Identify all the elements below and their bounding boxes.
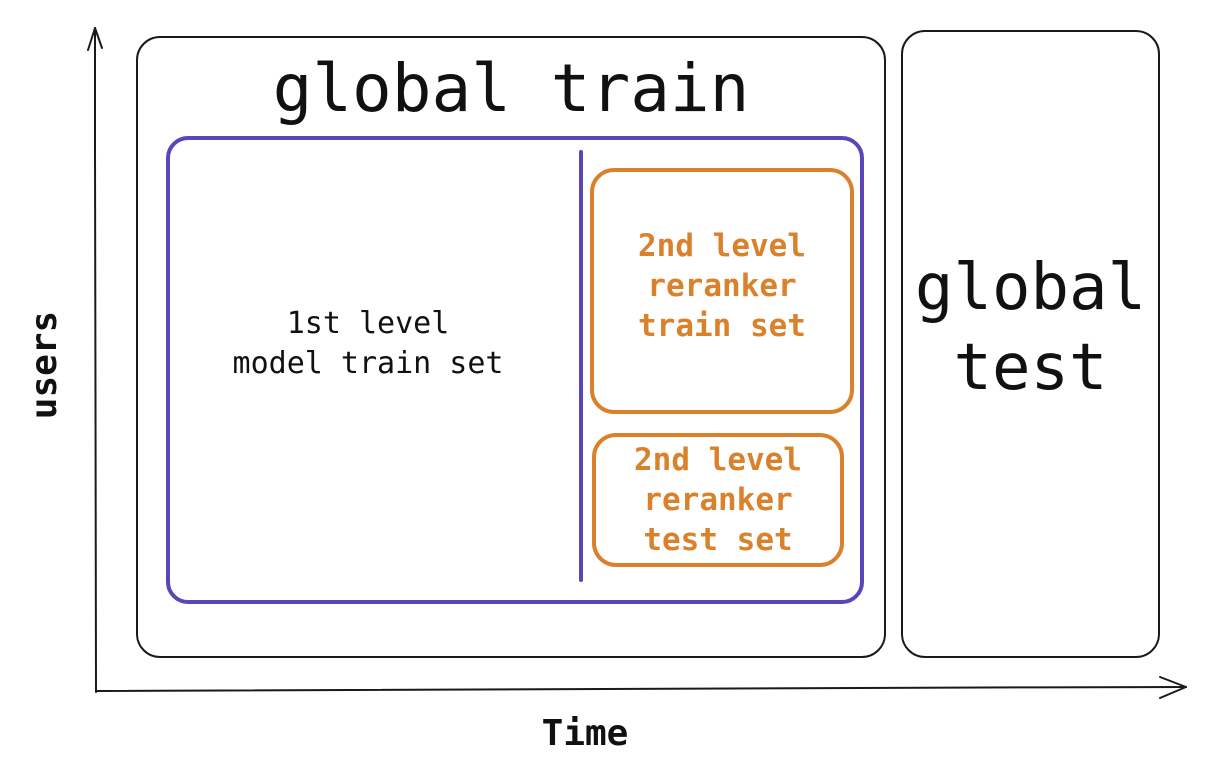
first-level-model-train-region bbox=[166, 136, 864, 604]
global-test-title-line: test bbox=[953, 331, 1108, 405]
global-train-region bbox=[136, 36, 886, 658]
global-test-title: global test bbox=[901, 248, 1160, 408]
reranker-test-label: 2nd level reranker test set bbox=[592, 440, 844, 560]
reranker-test-region bbox=[592, 433, 844, 567]
x-axis-arrowhead-icon bbox=[1159, 676, 1187, 699]
reranker-train-label: 2nd level reranker train set bbox=[590, 226, 854, 346]
reranker-test-label-line: 2nd level bbox=[634, 442, 802, 478]
x-axis-label: Time bbox=[541, 713, 629, 754]
reranker-test-label-line: reranker bbox=[643, 482, 793, 518]
reranker-train-label-line: train set bbox=[638, 308, 806, 344]
x-axis-line bbox=[95, 686, 1187, 692]
global-test-region bbox=[901, 30, 1160, 658]
y-axis-label: users bbox=[24, 310, 65, 420]
global-train-title: global train bbox=[272, 50, 750, 127]
y-axis-line bbox=[93, 27, 97, 693]
reranker-test-label-line: test set bbox=[643, 522, 793, 558]
y-axis-arrowhead-icon bbox=[87, 27, 103, 51]
reranker-train-label-line: reranker bbox=[647, 268, 797, 304]
global-test-title-line: global bbox=[914, 251, 1147, 325]
reranker-train-region bbox=[590, 168, 854, 414]
train-split-divider bbox=[579, 150, 583, 582]
first-level-label-line: 1st level bbox=[286, 306, 450, 341]
first-level-label: 1st level model train set bbox=[168, 304, 568, 384]
reranker-train-label-line: 2nd level bbox=[638, 228, 806, 264]
first-level-label-line: model train set bbox=[232, 346, 504, 381]
